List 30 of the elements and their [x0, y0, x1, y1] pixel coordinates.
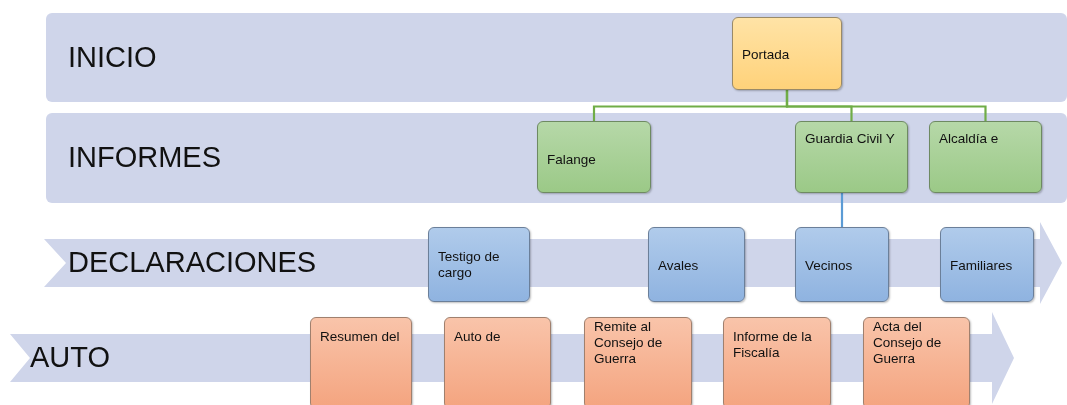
box-label: Auto de — [454, 329, 502, 346]
lane-band — [46, 113, 1067, 203]
lane-title: INFORMES — [68, 143, 222, 172]
process-box — [584, 317, 692, 405]
process-box — [732, 17, 842, 90]
box-label: Portada — [742, 47, 791, 64]
box-label: Resumen del — [320, 329, 401, 346]
box-label: Falange — [547, 152, 597, 169]
lane-band — [46, 13, 1067, 102]
lane-title: DECLARACIONES — [68, 248, 317, 277]
lane-title: AUTO — [30, 343, 111, 372]
box-label: Familiares — [950, 258, 1014, 275]
box-label: Guardia Civil Y — [805, 131, 896, 148]
box-label: Vecinos — [805, 258, 854, 275]
box-label: Alcaldía e — [939, 131, 1000, 148]
process-box — [723, 317, 831, 405]
box-label: Informe de la Fiscalía — [733, 329, 813, 362]
process-box — [537, 121, 651, 193]
process-box — [863, 317, 970, 405]
process-box — [929, 121, 1042, 193]
process-box — [795, 121, 908, 193]
process-box — [310, 317, 412, 405]
process-box — [444, 317, 551, 405]
box-label: Remite al Consejo de Guerra — [594, 319, 664, 368]
box-label: Avales — [658, 258, 700, 275]
connector-line — [840, 193, 844, 227]
box-label: Acta del Consejo de Guerra — [873, 319, 943, 368]
lane-title: INICIO — [68, 42, 157, 72]
connector-line — [785, 90, 987, 121]
box-label: Testigo de cargo — [438, 249, 501, 282]
